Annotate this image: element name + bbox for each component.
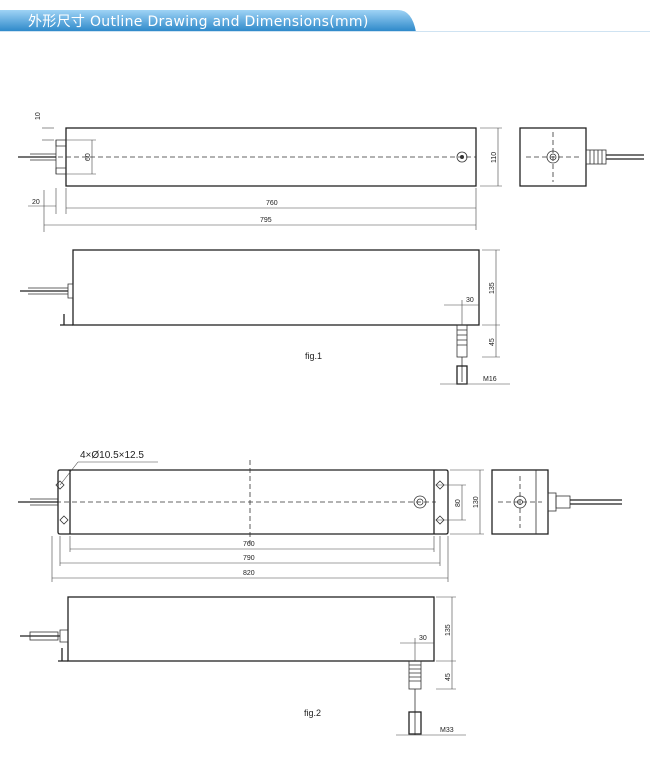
- fig1-side-dims: 135 30 45 M16: [440, 249, 510, 385]
- fig1-cable-gland: [585, 149, 607, 165]
- fig2-dim-760: 760: [243, 541, 255, 548]
- fig2-mount-hole: [435, 515, 445, 525]
- fig2-dim-45: 45: [445, 673, 452, 681]
- fig2-mount-hole: [59, 515, 69, 525]
- header-banner-shape: [0, 10, 650, 32]
- fig2-dim-820: 820: [243, 570, 255, 577]
- fig2-dim-790: 790: [243, 555, 255, 562]
- fig2-dim-80: 80: [455, 499, 462, 507]
- fig2-dim-130: 130: [473, 496, 480, 508]
- fig1-mount-slot: [55, 139, 66, 147]
- fig1-dim-760: 760: [266, 200, 278, 207]
- fig1-dim-45: 45: [489, 338, 496, 346]
- header-bar: [0, 10, 650, 32]
- fig1-end-view: [519, 127, 644, 187]
- fig2-top-dims: 4×Ø10.5×12.5 80 130 760 790 820: [51, 450, 484, 582]
- fig1-thread-label: M16: [483, 376, 497, 383]
- fig2-end-view: [491, 469, 622, 535]
- fig1-caption: fig.1: [305, 351, 322, 361]
- fig1-top-dims: 10 60 110 20 760 795: [28, 112, 502, 232]
- fig2-thread-label: M33: [440, 727, 454, 734]
- fig1-top-view: [18, 127, 477, 187]
- fig2-resistor-body-side: [67, 596, 435, 662]
- fig1-foot: [60, 314, 73, 326]
- fig1-dim-30: 30: [466, 297, 474, 304]
- fig2-mount-hole: [435, 480, 445, 490]
- fig1-dim-795: 795: [260, 217, 272, 224]
- fig2-caption: fig.2: [304, 708, 321, 718]
- fig2-side-view: [20, 596, 435, 735]
- fig2-top-view: [18, 460, 449, 544]
- fig2-dim-30: 30: [419, 635, 427, 642]
- fig1-dim-110: 110: [491, 152, 498, 163]
- fig1-dim-60: 60: [85, 153, 92, 161]
- fig1-resistor-body-side: [72, 249, 480, 326]
- fig1-side-view: [20, 249, 480, 385]
- fig1-terminal-stud: [456, 151, 468, 163]
- fig2-hole-note: 4×Ø10.5×12.5: [80, 450, 144, 461]
- fig1-dim-135: 135: [489, 282, 496, 294]
- section-title: 外形尺寸 Outline Drawing and Dimensions(mm): [28, 14, 369, 30]
- fig1-dim-20: 20: [32, 199, 40, 206]
- fig2-mount-hole: [55, 480, 65, 490]
- fig1-dim-10: 10: [35, 112, 42, 120]
- fig2-side-dims: 135 30 45 M33: [396, 596, 466, 736]
- fig2-foot: [58, 648, 68, 662]
- fig2-dim-135: 135: [445, 624, 452, 636]
- fig2-terminal-stud: [413, 495, 427, 509]
- fig1-mount-slot: [55, 167, 66, 175]
- fig2-cable-gland: [547, 492, 557, 512]
- fig2-base-plate: [57, 469, 449, 535]
